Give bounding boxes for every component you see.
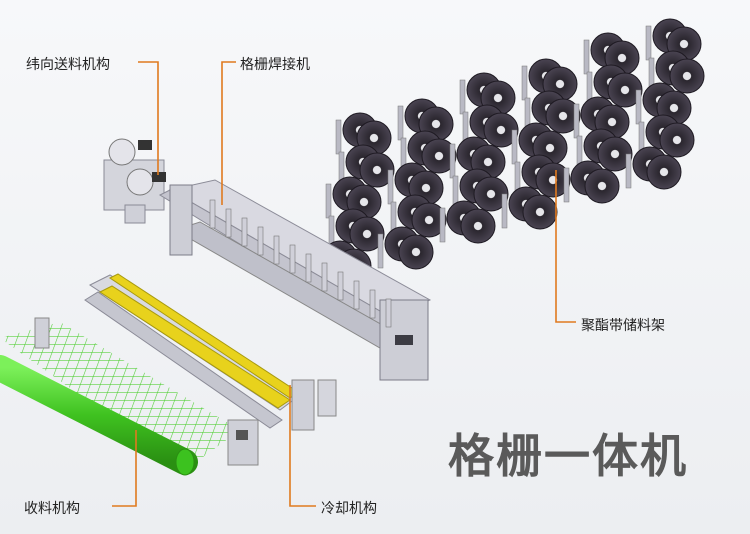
strap-reel bbox=[607, 72, 643, 108]
grid-welding-machine bbox=[158, 179, 432, 381]
cooling-mechanism bbox=[84, 273, 337, 431]
welding-head bbox=[353, 280, 360, 310]
welding-head bbox=[385, 298, 392, 328]
welding-head bbox=[337, 271, 344, 301]
welding-head bbox=[369, 289, 376, 319]
label-take-up: 收料机构 bbox=[24, 501, 80, 517]
strap-reel bbox=[460, 208, 496, 244]
welding-head bbox=[321, 262, 328, 292]
strap-reel bbox=[659, 122, 695, 158]
strap-reel bbox=[421, 138, 457, 174]
welding-head bbox=[209, 199, 216, 229]
welding-head bbox=[289, 244, 296, 274]
strap-reel bbox=[535, 162, 571, 198]
label-polyester-rack: 聚酯带储料架 bbox=[581, 318, 665, 334]
polyester-storage-rack bbox=[315, 18, 705, 284]
weft-feed-mechanism bbox=[103, 138, 166, 224]
strap-reel bbox=[473, 176, 509, 212]
strap-reel bbox=[584, 168, 620, 204]
strap-reel bbox=[359, 152, 395, 188]
diagram-title: 格栅一体机 bbox=[448, 429, 688, 483]
strap-reel bbox=[398, 234, 434, 270]
strap-reel bbox=[669, 58, 705, 94]
label-weft-feed: 纬向送料机构 bbox=[26, 57, 110, 73]
strap-reel bbox=[483, 112, 519, 148]
leader-lines bbox=[112, 61, 576, 507]
strap-reel bbox=[545, 98, 581, 134]
strap-reel bbox=[597, 136, 633, 172]
take-up-mechanism bbox=[0, 317, 259, 476]
strap-reel bbox=[349, 216, 385, 252]
strap-reel bbox=[411, 202, 447, 238]
welding-head bbox=[273, 235, 280, 265]
welding-head bbox=[225, 208, 232, 238]
label-cooling: 冷却机构 bbox=[321, 501, 377, 517]
strap-reel bbox=[646, 154, 682, 190]
welding-head bbox=[305, 253, 312, 283]
label-grid-welder: 格栅焊接机 bbox=[240, 57, 310, 73]
welding-head bbox=[241, 217, 248, 247]
strap-reel bbox=[522, 194, 558, 230]
welding-head bbox=[257, 226, 264, 256]
